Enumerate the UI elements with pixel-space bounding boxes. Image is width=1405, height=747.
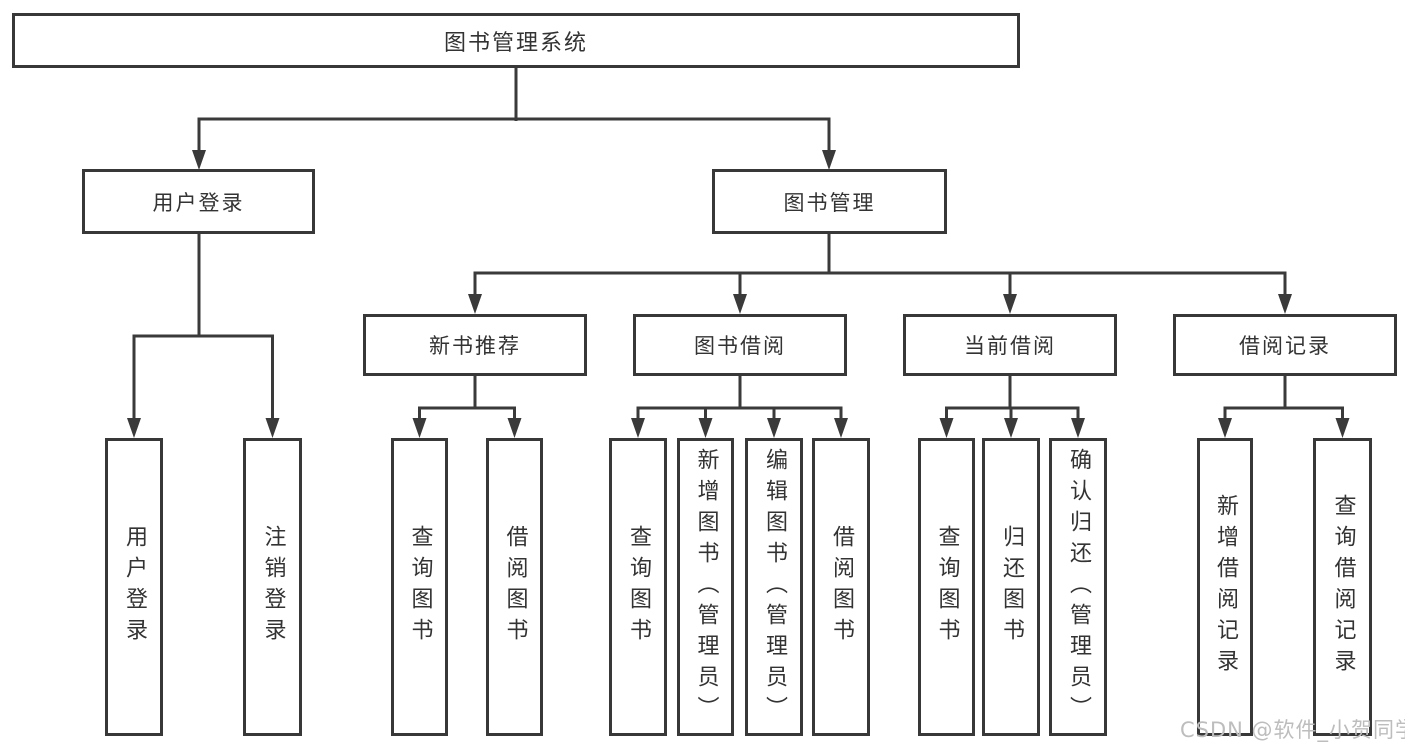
- leaf-add-borrow-record: 新增借阅记录: [1197, 438, 1253, 736]
- leaf-return-book: 归还图书: [982, 438, 1040, 736]
- leaf-label: 查询图书: [407, 525, 433, 649]
- node-user-login: 用户登录: [82, 169, 315, 234]
- leaf-borrow-book-recommend: 借阅图书: [486, 438, 543, 736]
- leaf-query-book-borrow: 查询图书: [609, 438, 667, 736]
- leaf-label: 新增借阅记录: [1213, 494, 1238, 680]
- leaf-label: 查询图书: [934, 525, 960, 649]
- leaf-query-borrow-record: 查询借阅记录: [1313, 438, 1372, 736]
- leaf-add-book-admin: 新增图书（管理员）: [677, 438, 734, 736]
- node-borrow-records: 借阅记录: [1173, 314, 1397, 376]
- leaf-label: 归还图书: [999, 525, 1024, 649]
- leaf-label: 查询借阅记录: [1330, 494, 1356, 680]
- leaf-label: 借阅图书: [502, 525, 528, 649]
- leaf-query-book-current: 查询图书: [918, 438, 975, 736]
- csdn-watermark: CSDN @软件_小贺同学: [1180, 718, 1405, 742]
- leaf-confirm-return-admin: 确认归还（管理员）: [1049, 438, 1107, 736]
- leaf-edit-book-admin: 编辑图书（管理员）: [745, 438, 803, 736]
- leaf-label: 用户登录: [122, 525, 147, 649]
- leaf-query-book-recommend: 查询图书: [391, 438, 448, 736]
- leaf-label: 借阅图书: [829, 525, 854, 649]
- node-book-management: 图书管理: [712, 169, 947, 234]
- leaf-user-login: 用户登录: [105, 438, 163, 736]
- leaf-borrow-book: 借阅图书: [812, 438, 870, 736]
- leaf-label: 查询图书: [626, 525, 651, 649]
- leaf-label: 新增图书（管理员）: [693, 447, 719, 727]
- node-book-borrow: 图书借阅: [633, 314, 847, 376]
- leaf-logout: 注销登录: [243, 438, 302, 736]
- leaf-label: 注销登录: [260, 525, 286, 649]
- leaf-label: 确认归还（管理员）: [1066, 447, 1091, 727]
- leaf-label: 编辑图书（管理员）: [762, 447, 787, 727]
- node-new-book-recommend: 新书推荐: [363, 314, 587, 376]
- node-library-management-system: 图书管理系统: [12, 13, 1020, 68]
- node-current-borrow: 当前借阅: [903, 314, 1117, 376]
